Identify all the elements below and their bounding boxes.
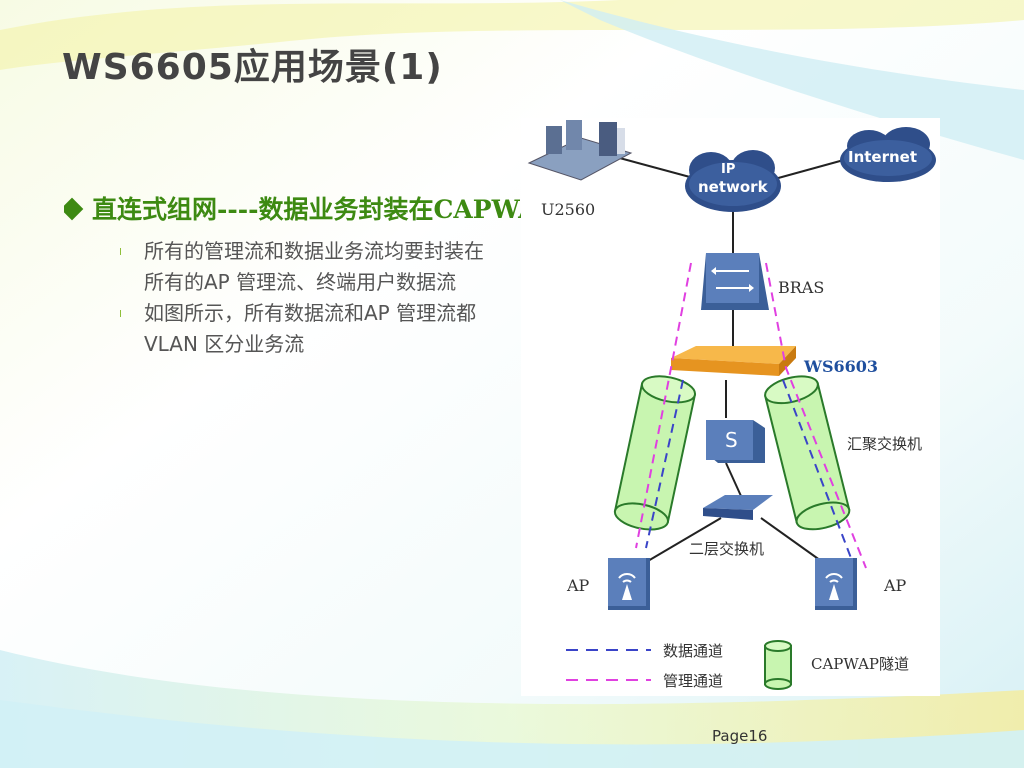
ap-left-icon (608, 558, 650, 610)
label-legend-mgmt: 管理通道 (663, 672, 724, 690)
ip-network-cloud-icon (685, 150, 781, 212)
label-internet: Internet (848, 148, 918, 166)
aggregation-switch-icon (706, 420, 765, 463)
mgmt-channel-left (635, 262, 692, 549)
page-number: Page16 (712, 727, 768, 745)
sub-bullet-1-line1: 所有的管理流和数据业务流均要封装在 (144, 239, 484, 263)
capwap-tunnel-left (613, 375, 697, 531)
l2-switch-icon (703, 495, 773, 520)
label-ap-left: AP (567, 576, 590, 595)
legend (566, 640, 792, 690)
label-switch-s: S (725, 428, 738, 452)
legend-tunnel-icon (764, 640, 792, 690)
label-ip-line1: IP (721, 162, 736, 177)
label-legend-data: 数据通道 (663, 642, 724, 660)
capwap-tunnel-right (764, 375, 851, 531)
diamond-bullet-icon (64, 197, 84, 220)
label-aggregation-switch: 汇聚交换机 (847, 435, 923, 453)
ap-right-icon (815, 558, 857, 610)
sub-bullet-2: 如图所示，所有数据流和AP 管理流都 VLAN 区分业务流 (120, 298, 522, 360)
sub-bullet-2-line2: VLAN 区分业务流 (144, 332, 305, 356)
sub-bullet-1-line2: 所有的AP 管理流、终端用户数据流 (144, 270, 457, 294)
link-switch-l2 (725, 462, 742, 497)
u2560-server-icon (527, 120, 633, 181)
square-bullet-icon (120, 248, 121, 255)
label-l2-switch: 二层交换机 (689, 540, 765, 558)
mgmt-channel-right (765, 262, 867, 569)
sub-bullet-1: 所有的管理流和数据业务流均要封装在 所有的AP 管理流、终端用户数据流 (120, 236, 522, 298)
network-diagram-graphic (527, 120, 936, 690)
label-u2560: U2560 (541, 200, 596, 219)
label-ip-line2: network (698, 178, 768, 196)
label-bras: BRAS (778, 278, 825, 297)
network-diagram: U2560 IP network Internet BRAS WS6603 汇聚… (521, 118, 940, 696)
slide-title: WS6605应用场景(1) (62, 47, 443, 88)
data-channel-right (782, 379, 852, 559)
bras-router-icon (701, 253, 769, 310)
data-channel-left (645, 379, 684, 549)
main-bullet-text: 直连式组网----数据业务封装在CAPWAP隧道中 (92, 195, 524, 224)
sub-bullet-2-line1: 如图所示，所有数据流和AP 管理流都 (144, 301, 477, 325)
label-ws6603: WS6603 (804, 357, 879, 376)
ws6603-device-icon (671, 346, 796, 376)
label-ap-right: AP (884, 576, 907, 595)
square-bullet-icon (120, 310, 121, 317)
link-ip-internet (770, 157, 852, 181)
link-l2-ap-left (635, 517, 722, 569)
main-bullet: 直连式组网----数据业务封装在CAPWAP隧道中 (64, 190, 524, 226)
label-legend-capwap: CAPWAP隧道 (811, 655, 909, 673)
internet-cloud-icon (840, 127, 936, 182)
